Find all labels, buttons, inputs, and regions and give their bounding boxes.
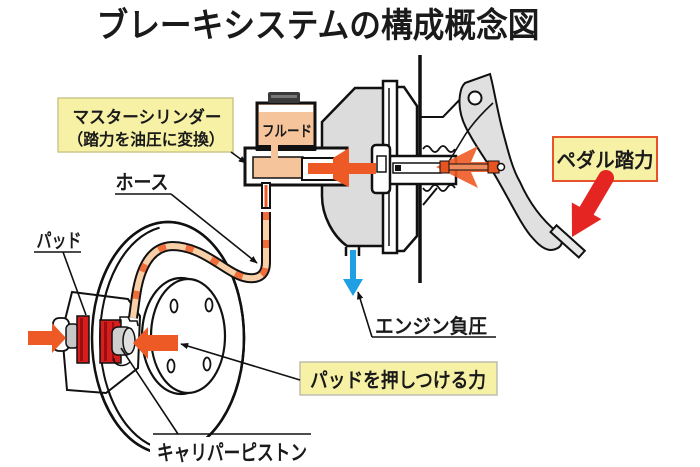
reservoir-port-wall-right (278, 145, 316, 151)
clevis-pin (496, 162, 506, 172)
master-cylinder-label: マスターシリンダー (73, 107, 222, 128)
pedal-pad (549, 223, 587, 259)
bolt-hole (202, 356, 212, 372)
pad-force-leader (180, 343, 301, 381)
reservoir-port (271, 145, 278, 159)
caliper-piston-face (122, 327, 136, 355)
bolt-hole (169, 298, 179, 314)
boot-bellows-top (422, 145, 456, 153)
pad-force-label: パッドを押しつける力 (310, 368, 486, 392)
pedal-arm (458, 72, 564, 252)
diagram-title: ブレーキシステムの構成概念図 (97, 6, 540, 46)
valve-plunger (395, 165, 401, 171)
outer-pad-backing (80, 318, 83, 361)
piston-force-flare (333, 148, 349, 187)
pad-label: パッド (37, 230, 82, 252)
master-cylinder-leader (230, 151, 247, 164)
hose-label: ホース (116, 170, 169, 194)
vacuum-port (344, 247, 361, 256)
pad-leader (62, 251, 87, 316)
master-cylinder-note: （踏力を油圧に変換） (68, 130, 225, 149)
bolt-hole (204, 297, 214, 313)
inner-pad-backing (104, 322, 107, 361)
caliper-clip-bottom (113, 357, 131, 367)
pedal-arm-edge (447, 102, 494, 164)
caliper-piston-label: キャリパーピストン (157, 441, 307, 465)
reservoir-port-wall-left (256, 145, 271, 151)
hose-leader (170, 193, 258, 264)
pedal-pivot (467, 90, 483, 106)
reservoir-cap-highlight (271, 95, 297, 98)
reservoir-air-gap (259, 105, 313, 112)
master-cylinder-chamber (252, 156, 304, 179)
valve-reaction-disc (376, 155, 387, 173)
hose-fluid-pressure (130, 212, 269, 319)
vacuum-arrow-head (343, 279, 363, 296)
brake-line-fluid (264, 185, 268, 207)
pad-force-label-box (299, 361, 498, 396)
caliper-clip-top (119, 316, 139, 327)
caliper-piston-label-bg (150, 437, 314, 467)
booster-valve (370, 143, 458, 195)
pedal-force-label: ペダル踏力 (557, 148, 654, 172)
master-cylinder-label-box (57, 97, 234, 153)
engine-vacuum-label: エンジン負圧 (375, 314, 487, 338)
brake-pedal (421, 72, 587, 259)
engine-vacuum-leader (357, 291, 373, 338)
reservoir-label: フルード (262, 122, 312, 140)
pushrod-nut-front (439, 160, 450, 174)
vacuum-arrow-shaft (350, 250, 356, 281)
bolt-hole (166, 358, 176, 374)
caliper-piston-leader (120, 347, 179, 435)
pedal-force-arrow (571, 169, 615, 237)
master-cylinder: フルード (243, 92, 349, 209)
inner-pad-force-arrow (133, 327, 178, 359)
brake-hose (128, 212, 271, 319)
master-cylinder-piston-rod (308, 163, 348, 174)
outer-pad-force-arrow (28, 323, 66, 353)
boot-bellows-bottom (422, 184, 456, 192)
